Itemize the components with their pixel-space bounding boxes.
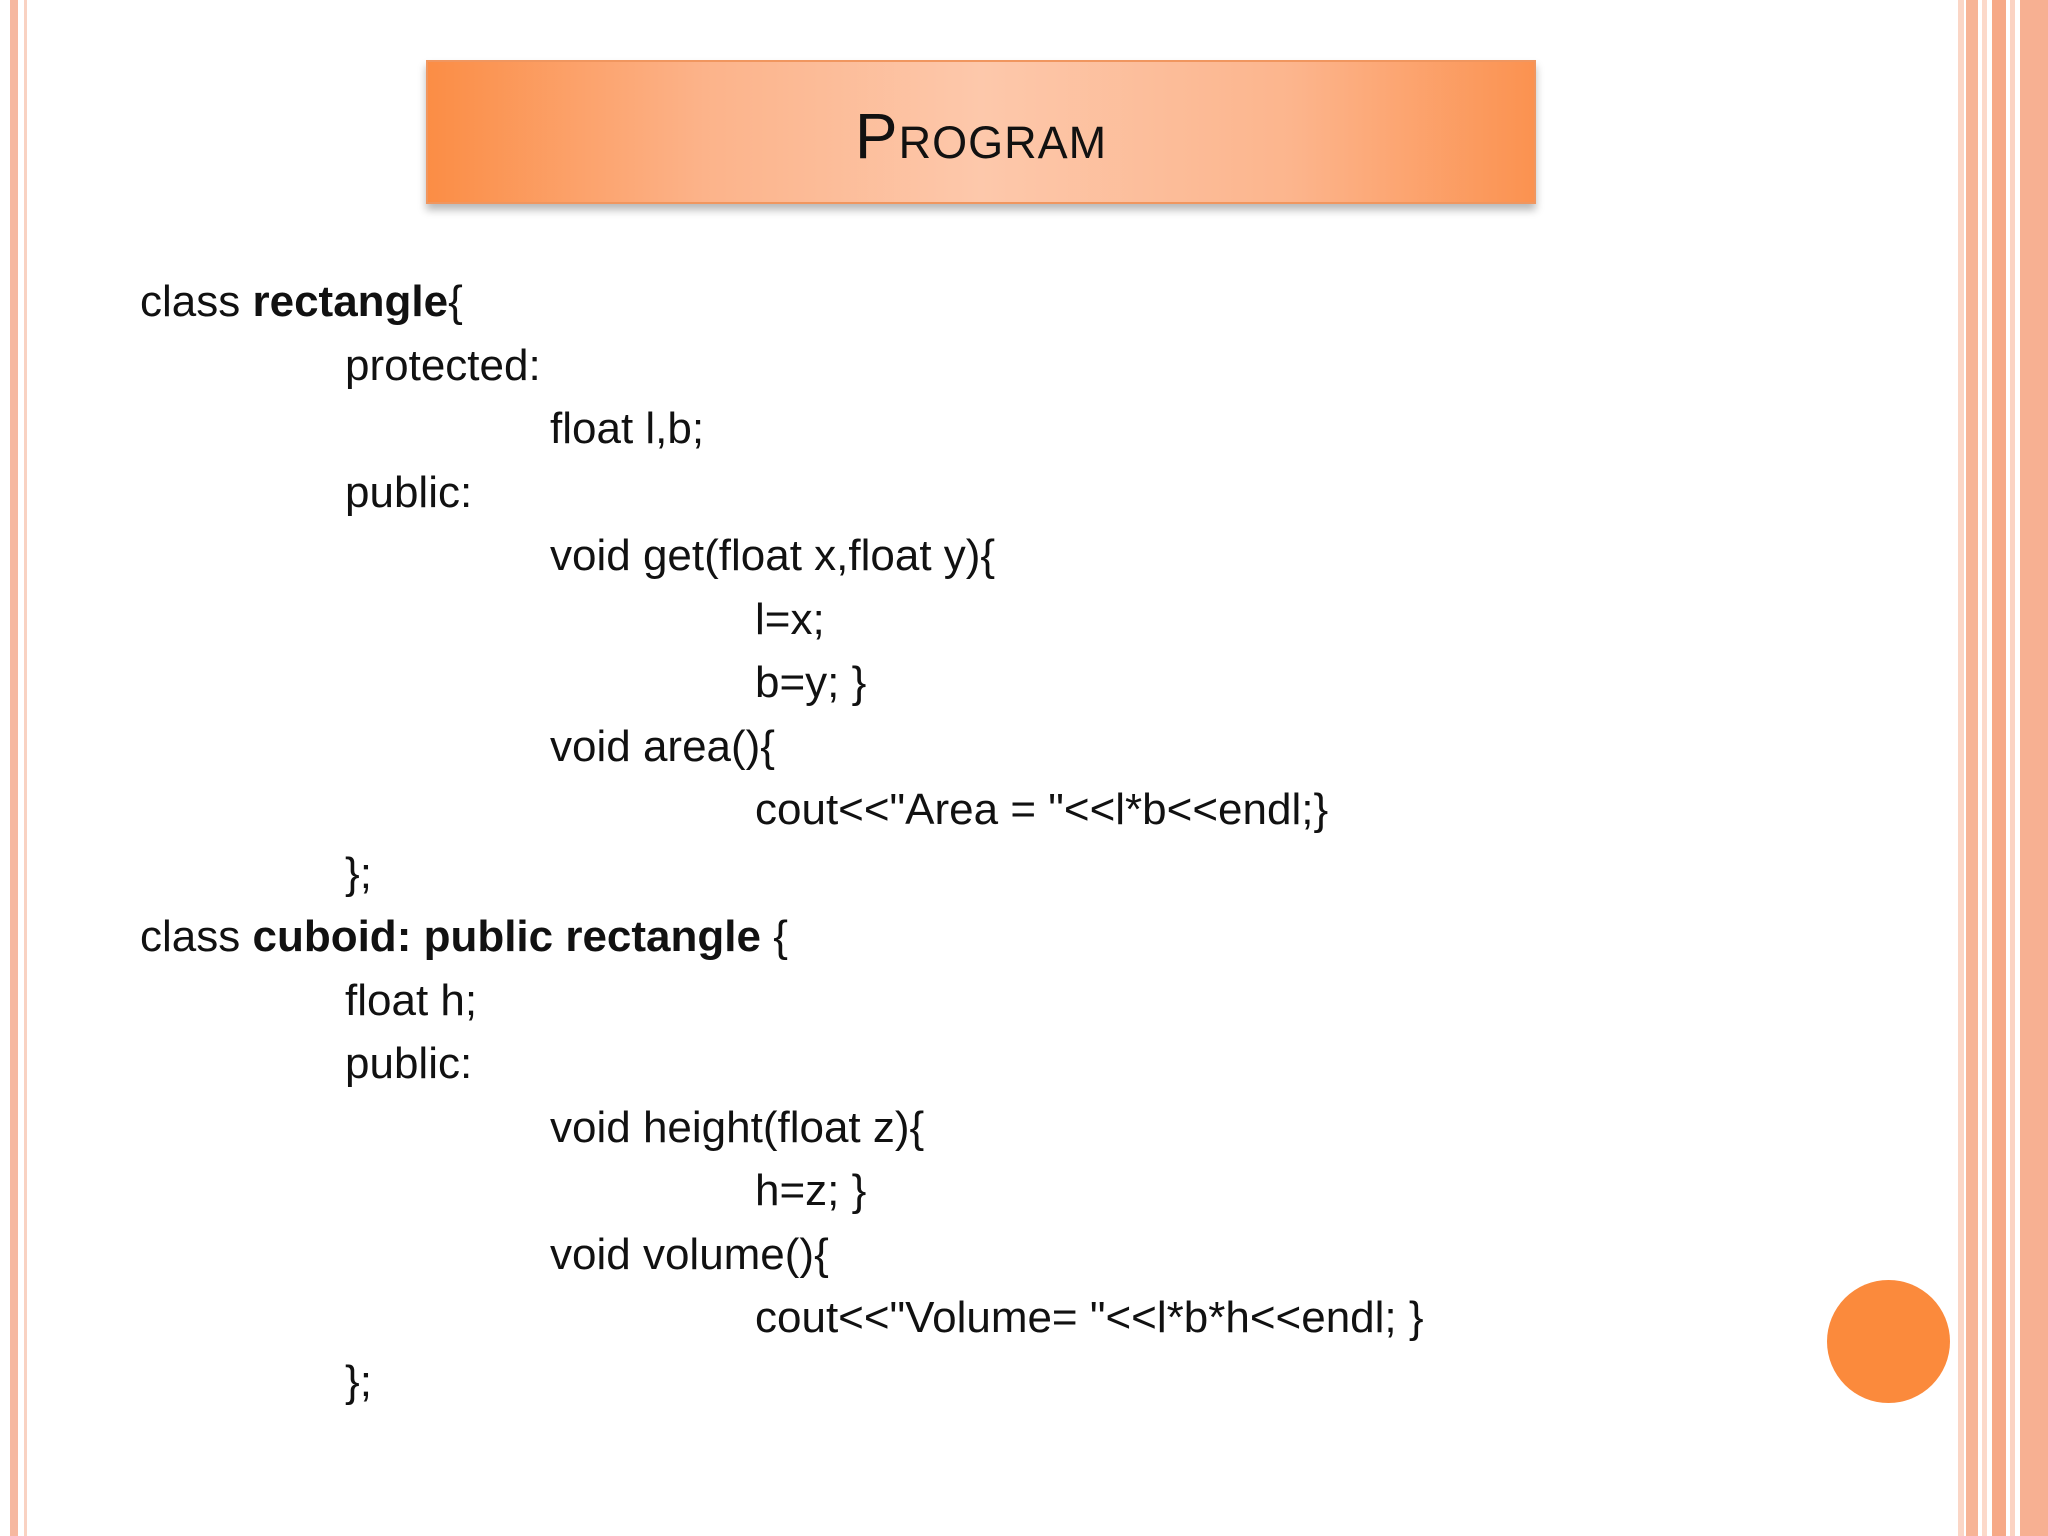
code-brace: { bbox=[760, 912, 788, 961]
right-border-stripe bbox=[1982, 0, 1987, 1536]
code-line: public: bbox=[345, 1039, 473, 1088]
code-line: void get(float x,float y){ bbox=[550, 531, 996, 580]
code-class-name: rectangle bbox=[252, 277, 449, 326]
right-border-stripe bbox=[1966, 0, 1978, 1536]
code-keyword: class bbox=[140, 277, 253, 326]
code-line: cout<<"Volume= "<<l*b*h<<endl; } bbox=[755, 1293, 1424, 1342]
code-line: class cuboid: public rectangle { bbox=[140, 905, 1840, 969]
code-line: h=z; } bbox=[755, 1166, 867, 1215]
code-line: protected: bbox=[345, 340, 541, 390]
code-line: public: bbox=[345, 467, 473, 517]
code-line: }; bbox=[345, 848, 372, 898]
code-block: class rectangle{ protected: float l,b; p… bbox=[140, 270, 1840, 1413]
code-brace: { bbox=[448, 277, 463, 326]
code-line: }; bbox=[345, 1356, 372, 1406]
orange-circle-decoration bbox=[1827, 1280, 1950, 1403]
right-border-stripe bbox=[2020, 0, 2048, 1536]
code-line: void height(float z){ bbox=[550, 1102, 925, 1152]
code-line: float h; bbox=[345, 975, 478, 1025]
slide-title: Program bbox=[854, 100, 1108, 172]
code-line: void area(){ bbox=[550, 721, 776, 771]
right-border-stripe bbox=[2010, 0, 2015, 1536]
title-banner: Program bbox=[426, 60, 1536, 204]
code-line: float l,b; bbox=[550, 404, 705, 453]
code-line: b=y; } bbox=[755, 658, 867, 707]
code-keyword: class bbox=[140, 912, 253, 961]
right-border-stripe bbox=[1958, 0, 1964, 1536]
left-border-stripe-thin bbox=[24, 0, 27, 1536]
code-line: class rectangle{ bbox=[140, 270, 1840, 334]
code-line: l=x; bbox=[755, 594, 825, 644]
code-line: void volume(){ bbox=[550, 1229, 829, 1279]
left-border-stripe bbox=[10, 0, 18, 1536]
right-border-stripe bbox=[1992, 0, 2006, 1536]
code-line: cout<<"Area = "<<l*b<<endl;} bbox=[755, 785, 1329, 834]
code-class-name: cuboid: public rectangle bbox=[252, 912, 761, 961]
